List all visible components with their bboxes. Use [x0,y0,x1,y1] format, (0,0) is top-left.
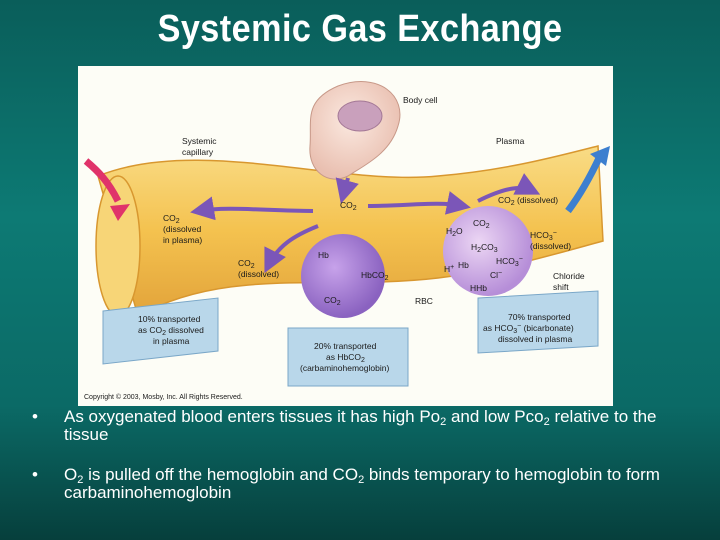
label-capillary: capillary [182,147,214,157]
box-right-line-3: dissolved in plasma [498,334,572,344]
box-mid-line-3: (carbaminohemoglobin) [300,363,389,373]
co2-rbc-arrow [367,191,471,215]
bullet-text: As oxygenated blood enters tissues it ha… [64,407,657,444]
gas-exchange-figure: Body cell Systemic capillary Plasma CO2 … [78,66,613,406]
label-body-cell: Body cell [403,95,438,105]
bullet-item: • O2 is pulled off the hemoglobin and CO… [30,466,690,502]
blood-out-arrowhead [590,146,610,166]
box-left-line-3: in plasma [153,336,190,346]
box-left [102,297,219,365]
co2-dissolved-arrow [264,224,319,274]
label-co2-rbc-right: CO2 [473,218,490,230]
box-right [477,290,599,354]
label-hbco2: HbCO2 [361,270,389,282]
cell-nucleus [337,100,383,132]
label-cl-in: Cl− [490,270,502,280]
label-hb: Hb [318,250,329,260]
bullet-item: • As oxygenated blood enters tissues it … [30,408,690,444]
label-co2-rbc: CO2 [324,295,341,307]
box-mid-line-1: 20% transported [314,341,377,351]
co2-plasma-arrow [190,196,314,221]
co2-cell-arrow [335,177,359,204]
label-co2-plasma-3: in plasma) [163,235,202,245]
label-co2-dissolved-right: CO2 (dissolved) [498,195,558,207]
box-mid-line-2: as HbCO2 [326,352,365,364]
bullet-marker: • [32,407,38,426]
label-co2-plasma: CO2 [163,213,180,225]
label-co2-plasma-2: (dissolved [163,224,202,234]
bullet-list: • As oxygenated blood enters tissues it … [30,408,690,524]
label-co2-dissolved-left: CO2 [238,258,255,270]
box-right-line-2: as HCO3− (bicarbonate) [483,323,574,335]
blood-in-arrow [83,158,122,203]
box-left-line-1: 10% transported [138,314,201,324]
copyright-notice: Copyright © 2003, Mosby, Inc. All Rights… [84,393,243,401]
plasma-co2-arrow [477,173,541,203]
slide-title: Systemic Gas Exchange [157,8,563,50]
label-h2co3: H2CO3 [471,242,498,254]
label-hhb: HHb [470,283,487,293]
label-hco3-out: HCO3− [530,230,557,242]
label-hco3-out-2: (dissolved) [530,241,571,251]
blood-in-arrowhead [110,204,130,221]
label-co2-dissolved-left-2: (dissolved) [238,269,279,279]
label-shift: shift [553,282,569,292]
label-systemic: Systemic [182,136,217,146]
gas-exchange-diagram: Body cell Systemic capillary Plasma CO2 … [83,81,610,401]
label-co2-top: CO2 [340,200,357,212]
bullet-marker: • [32,465,38,484]
label-hb-right: Hb [458,260,469,270]
rbc-left [301,234,385,318]
label-rbc: RBC [415,296,433,306]
label-chloride: Chloride [553,271,585,281]
box-left-line-2: as CO2 dissolved [138,325,204,337]
label-hco3-in: HCO3− [496,256,523,268]
label-hplus: H+ [444,264,454,274]
box-mid [287,327,409,387]
label-h2o: H2O [446,226,463,238]
label-plasma: Plasma [496,136,525,146]
rbc-right [443,206,533,296]
box-right-line-1: 70% transported [508,312,571,322]
bullet-text: O2 is pulled off the hemoglobin and CO2 … [64,465,660,502]
